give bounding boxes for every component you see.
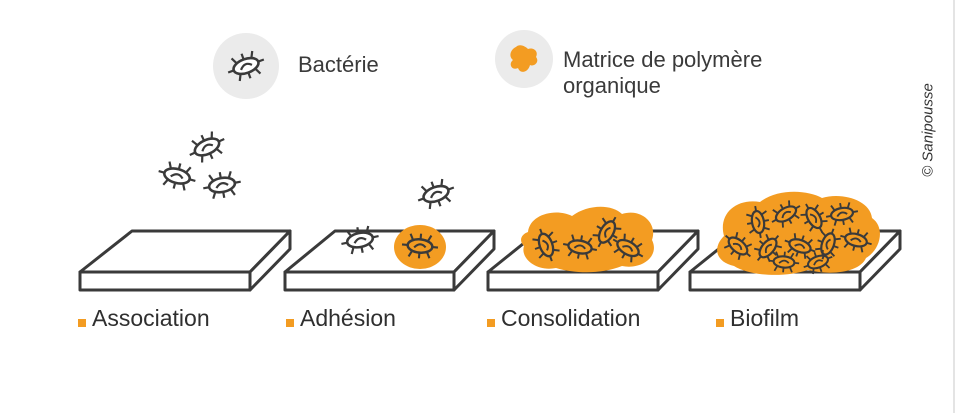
- bullet-square: [286, 318, 294, 327]
- right-edge-rule: [953, 0, 955, 413]
- bacterium-icon: [199, 167, 245, 203]
- stage-label-text: Adhésion: [300, 305, 396, 331]
- stage-label-text: Biofilm: [730, 305, 800, 331]
- legend-bacteria-label: Bactérie: [298, 52, 379, 77]
- plate-adhesion: [283, 229, 496, 292]
- bacterium-icon: [412, 173, 460, 215]
- matrix-blob: [717, 191, 880, 275]
- stage-label-biofilm: Biofilm: [716, 305, 799, 332]
- stage-label-association: Association: [78, 305, 210, 332]
- bullet-square: [78, 318, 86, 327]
- plate-association: [78, 229, 292, 292]
- bacterium-icon: [153, 157, 201, 195]
- legend-matrix-label-line2: organique: [563, 73, 661, 98]
- matrix-blob: [394, 225, 446, 269]
- legend-matrix-badge: [495, 30, 553, 88]
- bacterium-icon: [182, 125, 232, 169]
- legend-matrix-label-line1: Matrice de polymère: [563, 47, 763, 72]
- bullet-square: [716, 318, 724, 327]
- blob-icon: [510, 45, 538, 72]
- legend-bacteria-badge: [213, 33, 279, 99]
- stage-label-text: Association: [92, 305, 210, 331]
- stage-label-consolidation: Consolidation: [487, 305, 640, 332]
- stage-label-text: Consolidation: [501, 305, 641, 331]
- bullet-square: [487, 318, 495, 327]
- matrix-blob: [521, 206, 654, 273]
- stage-label-adhesion: Adhésion: [286, 305, 396, 332]
- legend-matrix-label: Matrice de polymère organique: [563, 47, 762, 99]
